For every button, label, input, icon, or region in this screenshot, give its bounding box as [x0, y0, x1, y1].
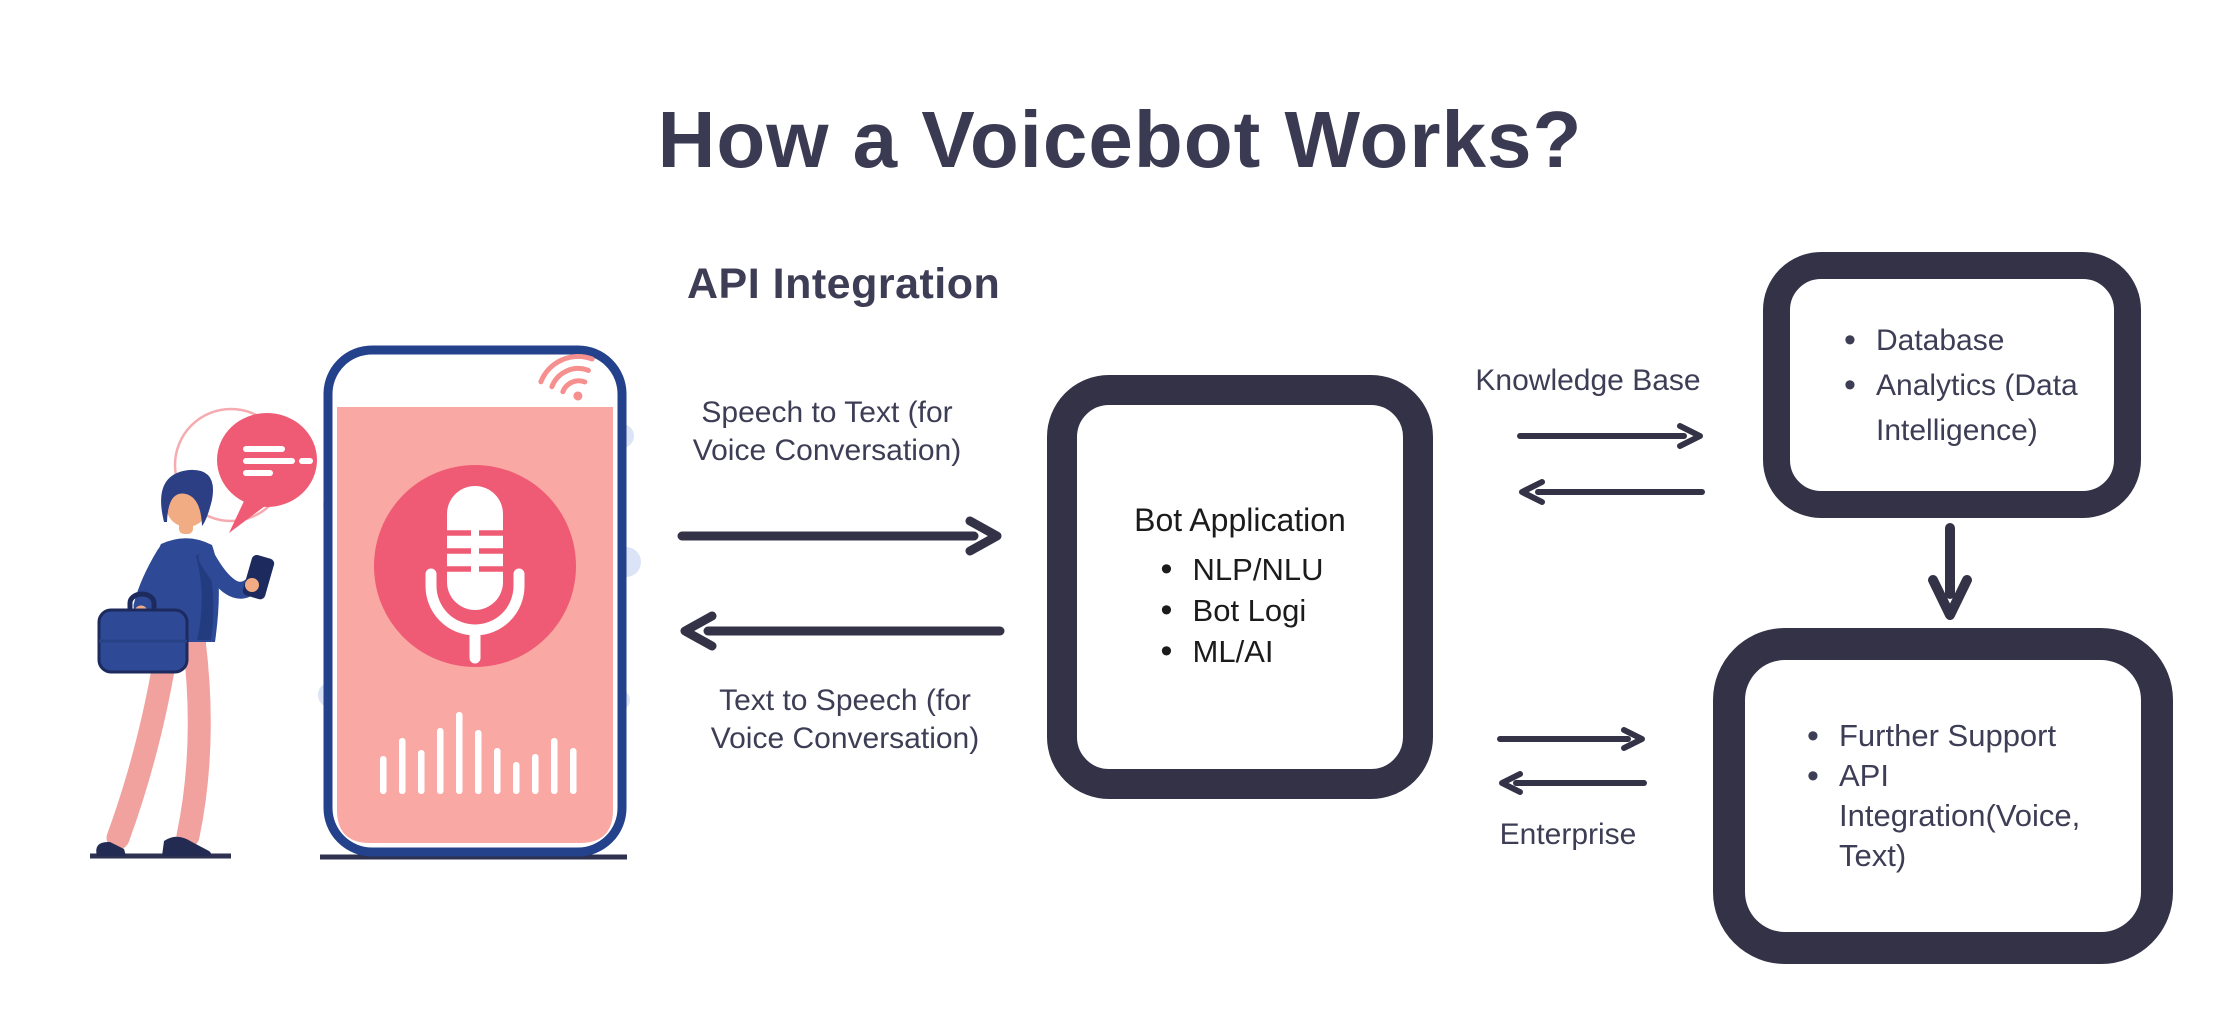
handheld-phone: [242, 554, 275, 600]
knowledge-base-box: Database Analytics (Data Intelligence): [1763, 252, 2141, 518]
person-illustration: [96, 469, 275, 856]
down-arrow-icon: [1928, 523, 1972, 620]
equalizer-icon: [380, 712, 577, 794]
section-heading-api-integration: API Integration: [687, 260, 1001, 308]
speech-bubble-icon: [217, 413, 317, 533]
briefcase: [97, 591, 189, 674]
label-text-to-speech: Text to Speech (for Voice Conversation): [710, 684, 980, 755]
shoe-front: [162, 836, 211, 856]
list-item: Analytics (Data Intelligence): [1840, 363, 2090, 453]
label-enterprise: Enterprise: [1499, 818, 1637, 851]
list-item: Bot Logi: [1157, 590, 1324, 631]
speech-to-text-arrow-icon: [677, 516, 1002, 556]
left-arm: [133, 545, 174, 615]
enterprise-support-box: Further Support API Integration(Voice, T…: [1713, 628, 2173, 964]
knowledge-base-arrow-right-icon: [1517, 423, 1703, 449]
bot-application-title: Bot Application: [1134, 502, 1346, 538]
wifi-icon: [538, 354, 595, 401]
smartphone-illustration: [320, 345, 627, 860]
enterprise-arrow-left-icon: [1499, 771, 1647, 795]
knowledge-base-arrow-left-icon: [1519, 479, 1705, 505]
hair: [161, 469, 214, 526]
knowledge-base-list: Database Analytics (Data Intelligence): [1840, 318, 2114, 453]
label-knowledge-base: Knowledge Base: [1475, 364, 1701, 397]
voicebot-illustration: [90, 345, 641, 860]
text-to-speech-arrow-icon: [680, 611, 1005, 651]
list-item: Further Support: [1803, 716, 2103, 756]
list-item: ML/AI: [1157, 631, 1324, 672]
shoe-back: [96, 841, 126, 856]
list-item: NLP/NLU: [1157, 549, 1324, 590]
enterprise-support-list: Further Support API Integration(Voice, T…: [1803, 716, 2141, 876]
list-item: API Integration(Voice, Text): [1803, 756, 2103, 876]
enterprise-arrow-right-icon: [1497, 727, 1645, 751]
bot-application-list: NLP/NLU Bot Logi ML/AI: [1157, 549, 1324, 672]
label-speech-to-text: Speech to Text (for Voice Conversation): [692, 396, 962, 467]
page-title: How a Voicebot Works?: [657, 94, 1583, 184]
list-item: Database: [1840, 318, 2090, 363]
bot-application-box: Bot Application NLP/NLU Bot Logi ML/AI: [1047, 375, 1433, 799]
microphone-icon: [374, 465, 576, 667]
